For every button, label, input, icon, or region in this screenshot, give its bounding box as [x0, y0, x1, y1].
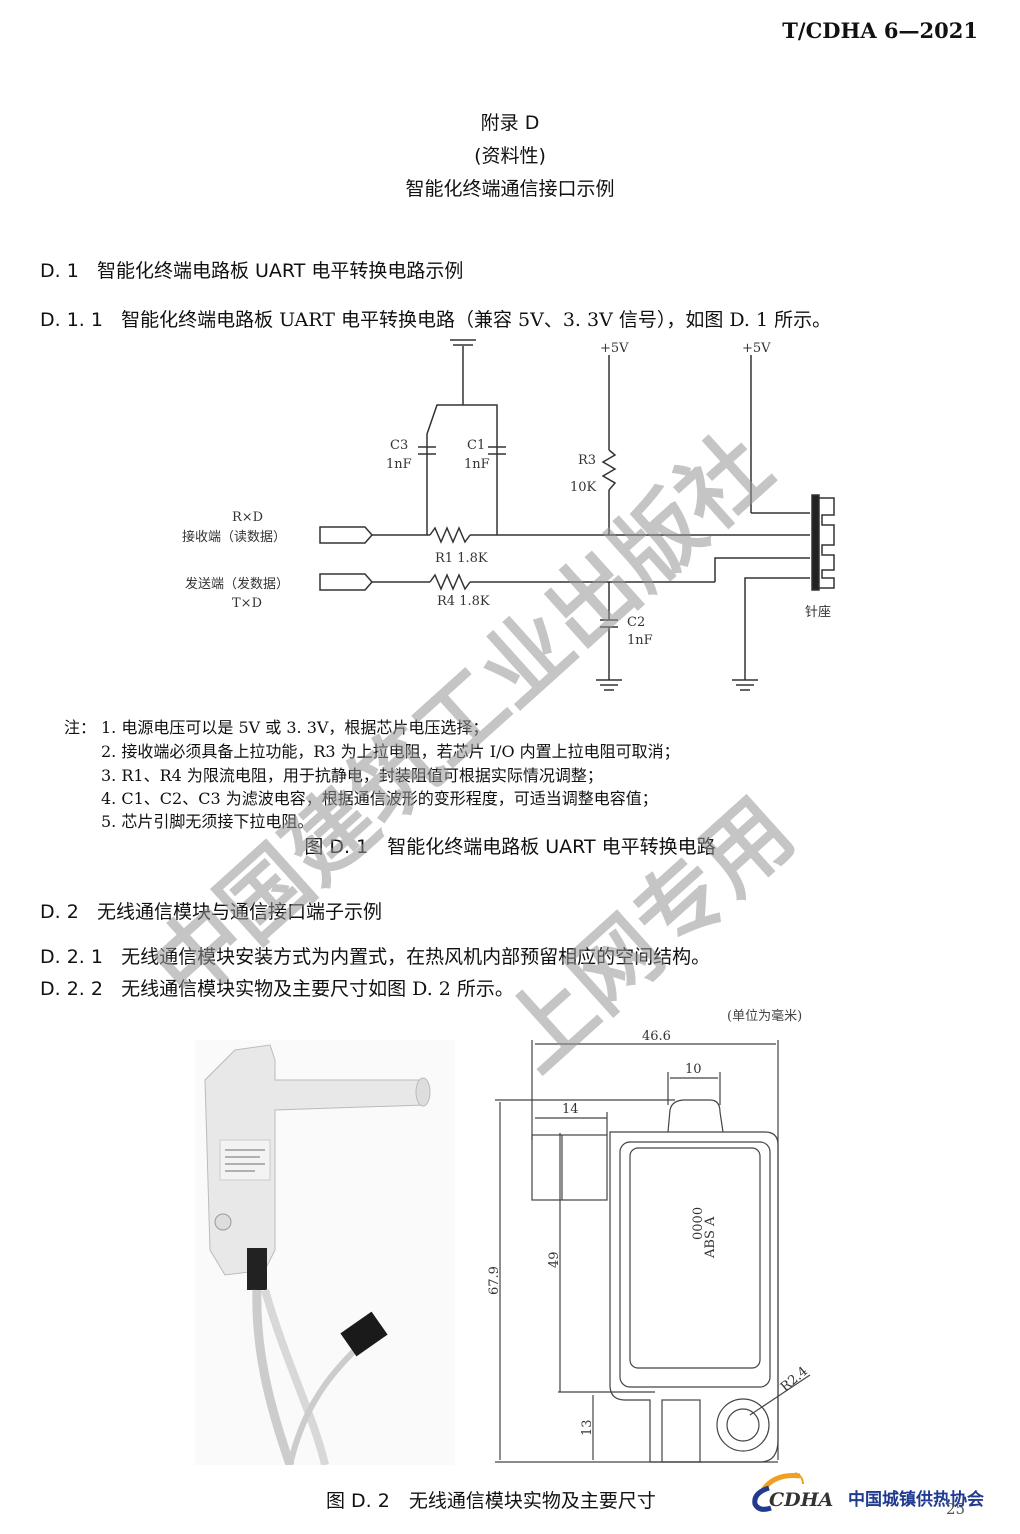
- section-title: 智能化终端电路板 UART 电平转换电路示例: [96, 260, 464, 282]
- note-item: 5. 芯片引脚无须接下拉电阻。: [101, 812, 314, 831]
- c3-label: C3: [390, 438, 408, 453]
- appendix-title: 附录 D: [480, 112, 540, 134]
- standard-number: T/CDHA 6—2021: [782, 18, 978, 43]
- dim-total-height: 67.9: [487, 1266, 502, 1295]
- unit-note: (单位为毫米): [727, 1009, 803, 1024]
- dim-tab-width: 10: [685, 1062, 702, 1077]
- section-d2-heading: D. 2 无线通信模块与通信接口端子示例: [40, 897, 382, 924]
- c1-label: C1: [467, 438, 485, 453]
- c3-value: 1nF: [386, 457, 412, 472]
- figure-d2-caption: 图 D. 2 无线通信模块实物及主要尺寸: [326, 1490, 656, 1512]
- dim-radius: R2.4: [778, 1364, 811, 1395]
- clause-text: 智能化终端电路板 UART 电平转换电路（兼容 5V、3. 3V 信号），如图 …: [121, 309, 832, 331]
- rx-label: 接收端（读数据）: [182, 529, 286, 545]
- dim-total-width: 46.6: [642, 1029, 671, 1044]
- clause-text: 无线通信模块实物及主要尺寸如图 D. 2 所示。: [121, 978, 514, 1000]
- dim-body-height: 49: [547, 1251, 562, 1268]
- section-d21: D. 2. 1 无线通信模块安装方式为内置式，在热风机内部预留相应的空间结构。: [40, 942, 710, 969]
- cdha-logo-icon: CDHA: [752, 1472, 833, 1512]
- r4-label: R4 1.8K: [437, 594, 490, 609]
- pin-header-label: 针座: [805, 605, 831, 620]
- uart-circuit-diagram: +5V +5V C3 1nF C1 1nF R3 10K R×D 接收端（读数据…: [182, 339, 835, 691]
- note-item: 1. 电源电压可以是 5V 或 3. 3V，根据芯片电压选择；: [101, 718, 489, 737]
- page-number: 25: [946, 1500, 966, 1518]
- r1-label: R1 1.8K: [435, 551, 488, 566]
- note-item: 3. R1、R4 为限流电阻，用于抗静电，封装阻值可根据实际情况调整；: [101, 766, 603, 785]
- material-marking: ABS A: [703, 1216, 718, 1259]
- note-item: 2. 接收端必须具备上拉功能，R3 为上拉电阻，若芯片 I/O 内置上拉电阻可取…: [101, 742, 680, 761]
- wireless-module-photo: [195, 1040, 455, 1465]
- part-marking: 0000: [691, 1207, 706, 1240]
- c2-value: 1nF: [627, 633, 653, 648]
- clause-number: D. 2. 2: [40, 978, 103, 1000]
- org-name: 中国城镇供热协会: [848, 1490, 984, 1510]
- c1-value: 1nF: [464, 457, 490, 472]
- figure-d1-caption: 图 D. 1 智能化终端电路板 UART 电平转换电路: [304, 836, 716, 858]
- section-d1-heading: D. 1 智能化终端电路板 UART 电平转换电路示例: [40, 256, 463, 283]
- r3-value: 10K: [570, 480, 597, 495]
- clause-text: 无线通信模块安装方式为内置式，在热风机内部预留相应的空间结构。: [121, 946, 711, 968]
- section-d11: D. 1. 1 智能化终端电路板 UART 电平转换电路（兼容 5V、3. 3V…: [40, 305, 831, 332]
- section-d22: D. 2. 2 无线通信模块实物及主要尺寸如图 D. 2 所示。: [40, 974, 514, 1001]
- note-prefix: 注：: [64, 718, 97, 737]
- module-dimension-drawing: 46.6 10 14 67.9 49 13 R2.4 0000 ABS A: [487, 1029, 811, 1463]
- logo-text: CDHA: [769, 1489, 833, 1511]
- dim-connector-width: 14: [562, 1102, 579, 1117]
- clause-number: D. 1. 1: [40, 309, 103, 331]
- rxd-label: R×D: [232, 510, 263, 525]
- section-number: D. 2: [40, 901, 79, 923]
- vcc-label: +5V: [742, 341, 771, 356]
- clause-number: D. 2. 1: [40, 946, 103, 968]
- r3-label: R3: [578, 453, 596, 468]
- vcc-label: +5V: [600, 341, 629, 356]
- cdha-logo: CDHA: [745, 1468, 845, 1517]
- dim-bottom-height: 13: [580, 1419, 595, 1436]
- c2-label: C2: [627, 615, 645, 630]
- note-item: 4. C1、C2、C3 为滤波电容，根据通信波形的变形程度，可适当调整电容值；: [101, 789, 658, 808]
- txd-label: T×D: [232, 596, 262, 611]
- section-number: D. 1: [40, 260, 79, 282]
- tx-label: 发送端（发数据）: [185, 576, 289, 592]
- section-title: 无线通信模块与通信接口端子示例: [96, 901, 382, 923]
- appendix-subtitle: 智能化终端通信接口示例: [405, 178, 615, 200]
- appendix-type: (资料性): [474, 145, 546, 167]
